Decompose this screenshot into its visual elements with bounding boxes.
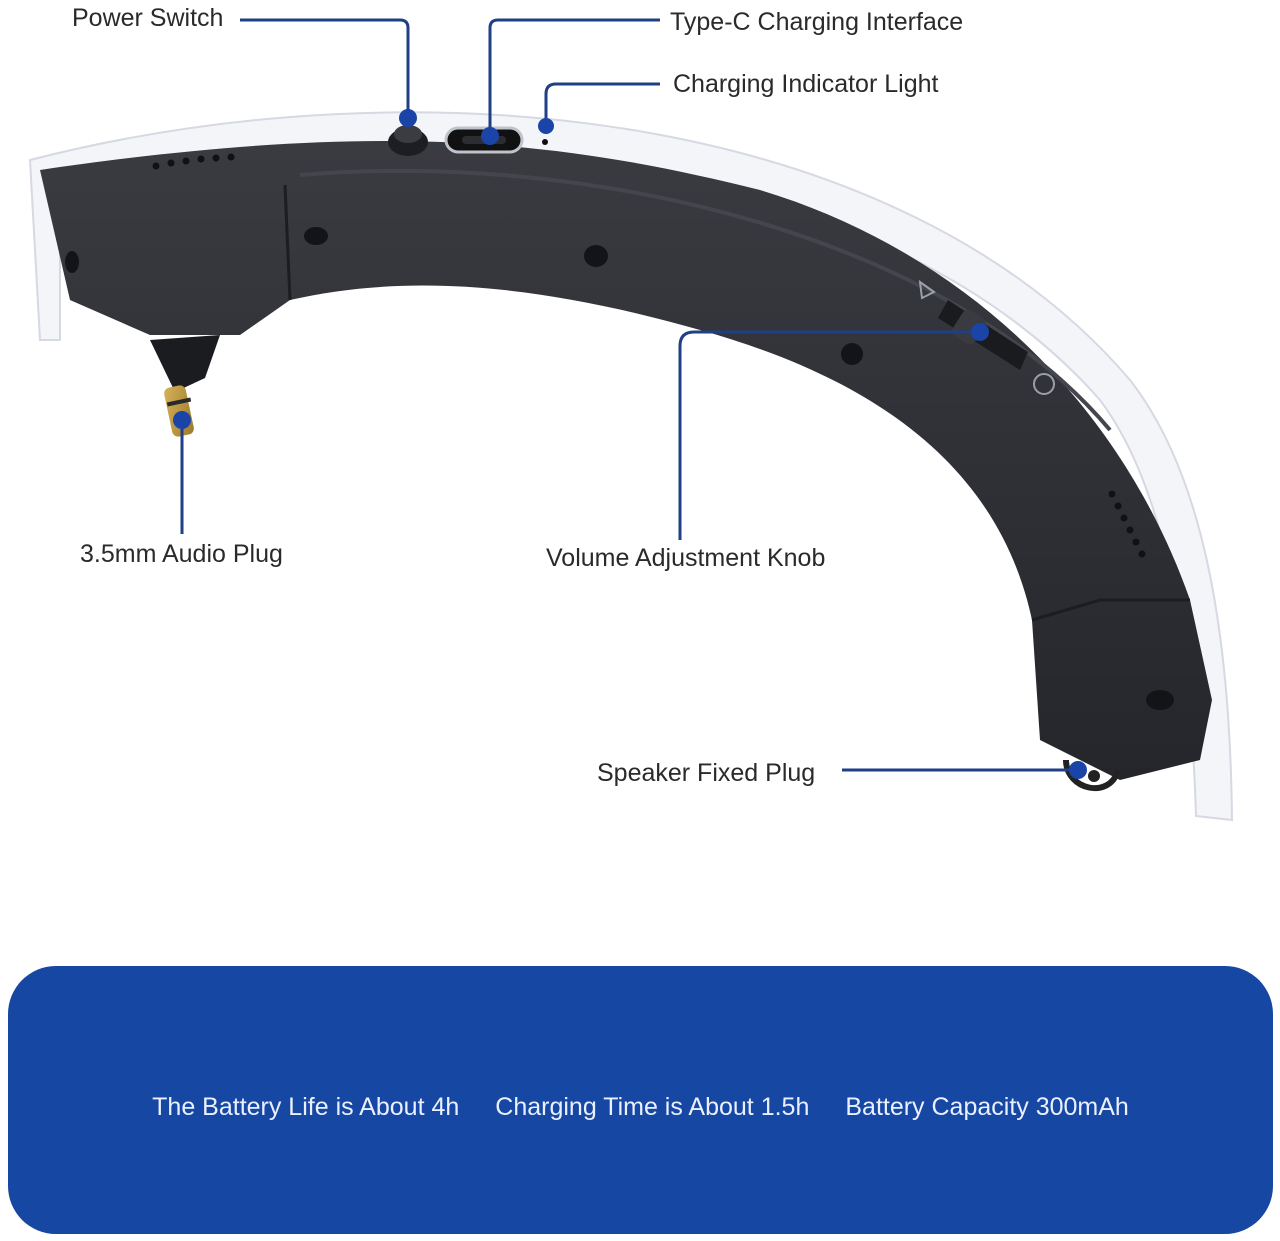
indicator-light — [542, 139, 548, 145]
spec-battery-capacity: Battery Capacity 300mAh — [845, 1092, 1129, 1121]
leader-lines — [180, 18, 1078, 772]
adapter-body — [40, 141, 1212, 780]
speaker-grille-right — [1108, 490, 1146, 558]
spec-charging-time: Charging Time is About 1.5h — [495, 1092, 810, 1121]
label-speaker-plug: Speaker Fixed Plug — [597, 759, 815, 787]
spec-battery-life: The Battery Life is About 4h — [152, 1092, 460, 1121]
spec-row: The Battery Life is About 4h Charging Ti… — [152, 1093, 1129, 1122]
label-power-switch: Power Switch — [72, 4, 223, 32]
power-switch — [388, 125, 428, 156]
screw-holes — [65, 227, 1174, 710]
callout-dots — [173, 109, 1087, 779]
speaker-grille-left — [152, 153, 235, 170]
label-type-c: Type-C Charging Interface — [670, 8, 963, 36]
label-indicator-light: Charging Indicator Light — [673, 70, 938, 98]
label-volume-knob: Volume Adjustment Knob — [546, 544, 825, 572]
label-audio-plug: 3.5mm Audio Plug — [80, 540, 283, 568]
spec-panel: The Battery Life is About 4h Charging Ti… — [8, 966, 1273, 1234]
